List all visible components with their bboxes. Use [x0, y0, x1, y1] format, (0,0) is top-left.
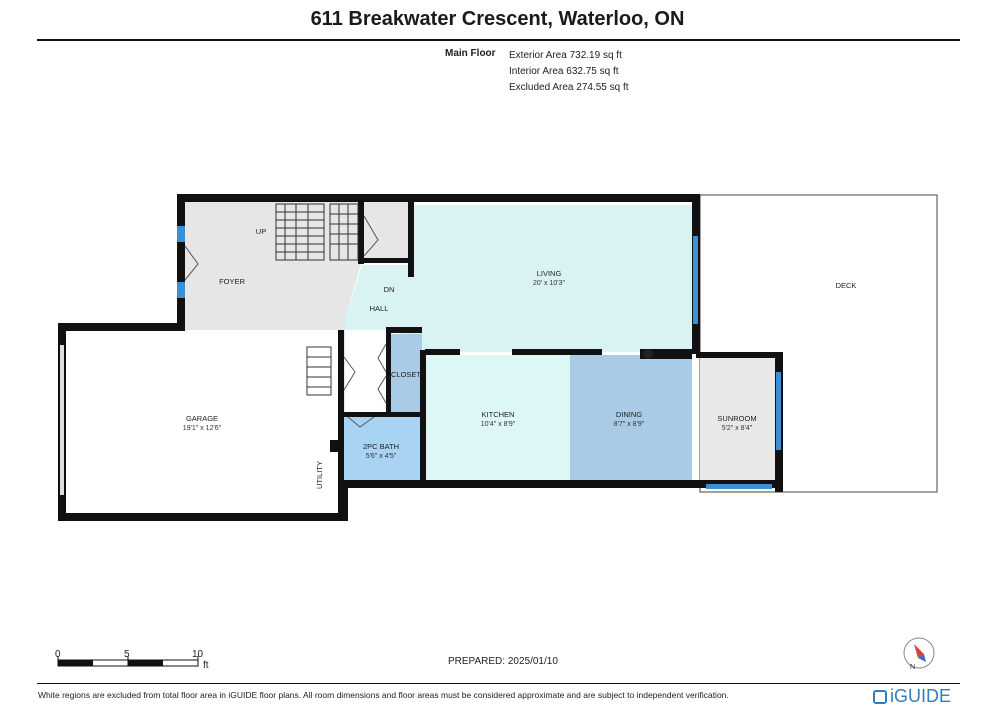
garage-steps [306, 346, 332, 396]
bath-dim: 5'6" x 4'5" [366, 453, 397, 460]
door-swings [184, 215, 387, 428]
bath-fill [342, 416, 424, 481]
footer-divider [37, 683, 960, 684]
up-label: UP [256, 227, 266, 236]
dining-dim: 8'7" x 8'9" [614, 421, 645, 428]
foyer-label: FOYER [219, 277, 245, 286]
closet-fill [389, 334, 422, 414]
compass-label: N [910, 664, 915, 671]
prepared-date: PREPARED: 2025/01/10 [448, 656, 558, 667]
scale-tick-10: 10 [192, 649, 204, 660]
brand-name: iGUIDE [890, 686, 952, 706]
living-label: LIVING [537, 269, 562, 278]
foyer-fill [182, 198, 410, 415]
stairs-up [275, 203, 325, 261]
scale-unit: ft [203, 660, 209, 671]
scale-tick-0: 0 [55, 649, 61, 660]
hall-label: HALL [370, 304, 389, 313]
brand-logo: iGUIDE [873, 686, 951, 707]
garage-label: GARAGE [186, 414, 218, 423]
floor-label: Main Floor [445, 48, 496, 59]
dining-label: DINING [616, 410, 642, 419]
area-summary: Exterior Area 732.19 sq ft Interior Area… [509, 48, 629, 96]
sunroom-label: SUNROOM [717, 414, 756, 423]
windows [60, 226, 781, 495]
kitchen-fill [425, 355, 570, 482]
sunroom-fill [700, 357, 780, 484]
brand-icon [873, 689, 887, 704]
stairs-down [329, 203, 359, 261]
closet-label: CLOSET [391, 370, 421, 379]
living-dim: 20' x 10'3" [533, 280, 566, 287]
utility-label: UTILITY [315, 461, 324, 489]
garage-dim: 19'1" x 12'6" [183, 425, 222, 432]
interior-area: Interior Area 632.75 sq ft [509, 66, 619, 77]
dn-label: DN [384, 285, 395, 294]
scale-bar [57, 656, 199, 667]
deck-label: DECK [836, 281, 857, 290]
exterior-area: Exterior Area 732.19 sq ft [509, 50, 622, 61]
page-title: 611 Breakwater Crescent, Waterloo, ON [310, 8, 685, 30]
garage-fill [64, 330, 342, 515]
scale-tick-5: 5 [124, 649, 130, 660]
sunroom-dim: 5'2" x 8'4" [722, 425, 753, 432]
living-fill [345, 205, 696, 352]
disclaimer: White regions are excluded from total fl… [38, 690, 729, 700]
dining-fill [570, 355, 692, 482]
excluded-area: Excluded Area 274.55 sq ft [509, 82, 629, 93]
kitchen-dim: 10'4" x 8'9" [481, 421, 516, 428]
compass-icon: N [903, 637, 935, 671]
fireplace-icon [643, 349, 653, 359]
title-divider [37, 39, 960, 41]
bath-label: 2PC BATH [363, 442, 399, 451]
kitchen-label: KITCHEN [482, 410, 515, 419]
